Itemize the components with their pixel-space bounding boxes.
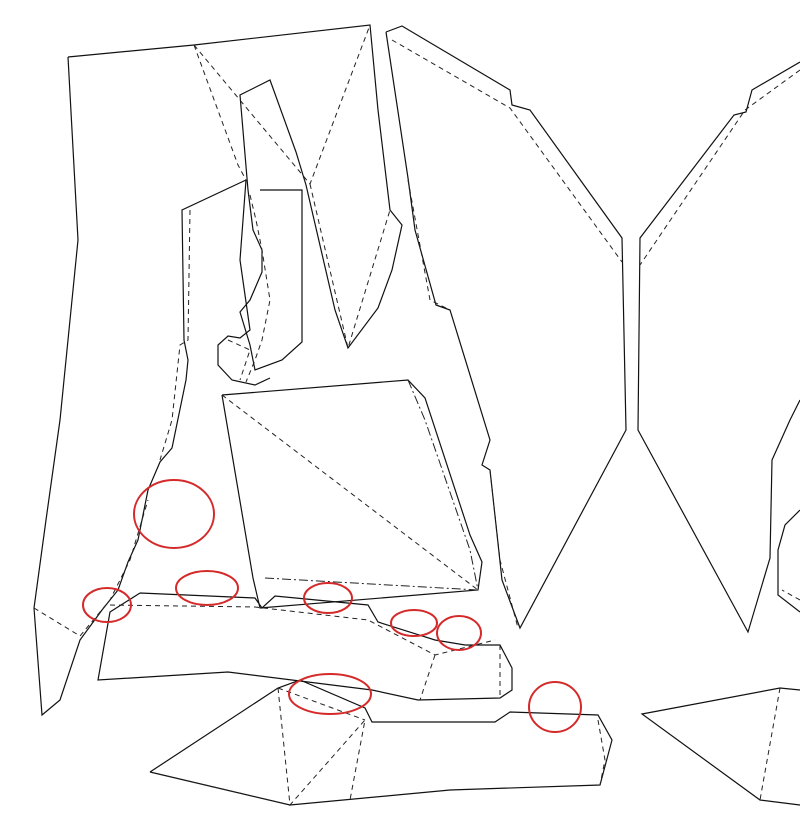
piece-bottom-long-outline bbox=[149, 679, 613, 806]
piece-right-center bbox=[385, 25, 627, 630]
piece-middle-strip bbox=[97, 592, 513, 701]
piece-bottom-long-fold-a bbox=[277, 687, 366, 807]
piece-middle-square-fold-right bbox=[407, 379, 479, 591]
piece-bottom-long bbox=[149, 679, 613, 807]
piece-left-tall-fold-c bbox=[309, 183, 391, 350]
piece-left-tall-fold-f bbox=[33, 499, 149, 637]
piece-bottom-long-fold-c bbox=[597, 719, 606, 786]
piece-left-tall-fold-e bbox=[245, 194, 271, 383]
highlight-circle bbox=[133, 479, 215, 549]
piece-right-edge-fold-b bbox=[781, 589, 800, 601]
highlight-circle bbox=[436, 615, 482, 651]
piece-middle-strip-fold-mid bbox=[419, 654, 436, 701]
piece-bottom-long-fold-b bbox=[277, 687, 366, 721]
piece-right-edge-fold-a bbox=[639, 69, 800, 266]
piece-right-edge bbox=[637, 61, 800, 634]
piece-right-edge-outline bbox=[637, 61, 800, 634]
piece-bottom-right-outline bbox=[640, 687, 800, 806]
highlight-circle bbox=[175, 570, 239, 606]
piece-bottom-right bbox=[640, 687, 800, 806]
piece-middle-square-diagonal bbox=[221, 394, 479, 591]
piece-left-tall-outline bbox=[67, 24, 403, 371]
highlight-circle bbox=[528, 681, 582, 733]
highlight-circle bbox=[82, 587, 132, 623]
piece-left-tall bbox=[33, 24, 403, 717]
piece-left-tall-curl bbox=[217, 179, 271, 386]
piece-middle-square-fold-bottom bbox=[264, 577, 479, 591]
piece-right-center-fold-a bbox=[391, 39, 623, 263]
piece-left-tall-fold-g bbox=[227, 339, 251, 381]
piece-left-tall-fold-d bbox=[159, 209, 191, 461]
piece-bottom-long-fold-d bbox=[149, 771, 291, 806]
piece-right-edge-lower bbox=[777, 509, 800, 613]
piece-middle-square bbox=[221, 379, 483, 609]
piece-right-center-fold-c bbox=[489, 469, 519, 629]
piece-middle-square-outline bbox=[221, 379, 483, 609]
highlight-circle bbox=[303, 582, 353, 614]
piece-right-center-fold-b bbox=[407, 179, 451, 311]
piece-middle-strip-outline bbox=[97, 592, 513, 701]
piece-left-tall-outline-lower bbox=[33, 56, 247, 717]
piece-right-center-outline bbox=[385, 25, 627, 630]
highlight-marks bbox=[82, 479, 582, 733]
highlight-circle bbox=[288, 673, 372, 715]
highlight-circle bbox=[390, 609, 438, 637]
piece-left-tall-fold-b bbox=[193, 24, 371, 185]
piece-left-tall-fold-a bbox=[193, 44, 247, 181]
piece-bottom-right-fold bbox=[759, 687, 781, 801]
